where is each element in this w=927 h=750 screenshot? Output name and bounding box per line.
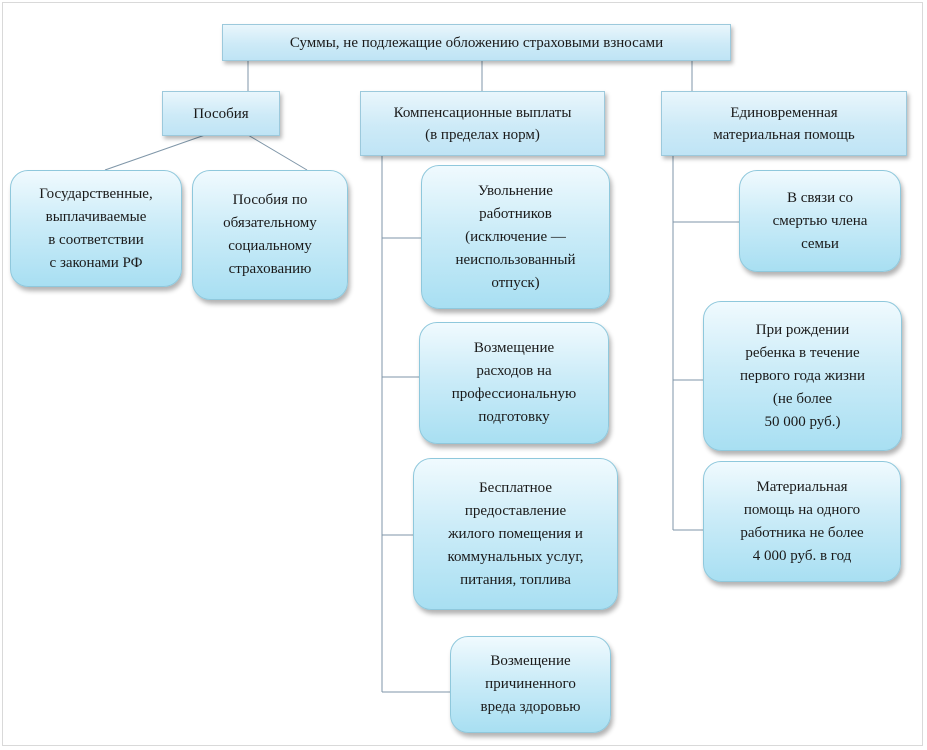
compensation-dismissal-label: Увольнение работников (исключение — неис…: [455, 182, 576, 291]
benefit-state: Государственные, выплачиваемые в соответ…: [10, 170, 182, 287]
aid-per-employee: Материальная помощь на одного работника …: [703, 461, 901, 582]
aid-per-employee-label: Материальная помощь на одного работника …: [740, 478, 864, 564]
benefit-social-insurance: Пособия по обязательному социальному стр…: [192, 170, 348, 300]
compensation-housing: Бесплатное предоставление жилого помещен…: [413, 458, 618, 610]
benefit-social-insurance-label: Пособия по обязательному социальному стр…: [223, 192, 317, 277]
category-material-aid-label: Единовременная материальная помощь: [713, 104, 855, 143]
aid-child-birth-label: При рождении ребенка в течение первого г…: [740, 321, 865, 430]
connector-benefits-state: [104, 134, 206, 171]
category-material-aid: Единовременная материальная помощь: [661, 91, 907, 156]
aid-family-death: В связи со смертью члена семьи: [739, 170, 901, 272]
compensation-dismissal: Увольнение работников (исключение — неис…: [421, 165, 610, 309]
compensation-training-label: Возмещение расходов на профессиональную …: [451, 340, 577, 425]
category-compensation-label: Компенсационные выплаты (в пределах норм…: [393, 104, 572, 143]
compensation-training: Возмещение расходов на профессиональную …: [419, 322, 609, 444]
root-label: Суммы, не подлежащие обложению страховым…: [289, 34, 664, 51]
compensation-housing-label: Бесплатное предоставление жилого помещен…: [447, 479, 584, 588]
category-compensation: Компенсационные выплаты (в пределах норм…: [360, 91, 605, 156]
benefit-state-label: Государственные, выплачиваемые в соответ…: [39, 185, 153, 271]
connector-benefits-social: [247, 134, 308, 171]
category-benefits: Пособия: [162, 91, 280, 136]
compensation-health-damage: Возмещение причиненного вреда здоровью: [450, 636, 611, 733]
category-benefits-label: Пособия: [193, 105, 249, 122]
compensation-health-damage-label: Возмещение причиненного вреда здоровью: [480, 653, 581, 715]
aid-family-death-label: В связи со смертью члена семьи: [772, 189, 868, 252]
root-node: Суммы, не подлежащие обложению страховым…: [222, 24, 731, 61]
aid-child-birth: При рождении ребенка в течение первого г…: [703, 301, 902, 451]
